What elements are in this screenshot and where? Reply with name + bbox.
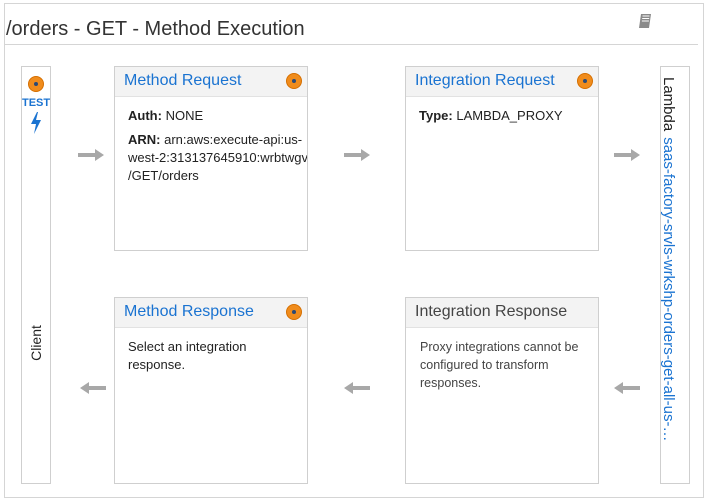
integration-request-header: Integration Request [406, 67, 598, 97]
client-column: TEST Client [21, 66, 51, 484]
test-link[interactable]: TEST [22, 97, 51, 109]
client-label: Client [28, 325, 44, 361]
integration-request-body: Type: LAMBDA_PROXY [419, 107, 598, 131]
title-divider [4, 44, 698, 45]
integration-response-header: Integration Response [406, 298, 598, 328]
type-key: Type: [419, 108, 453, 123]
integration-request-settings-icon[interactable] [577, 73, 593, 89]
arn-key: ARN: [128, 132, 161, 147]
integration-response-title: Integration Response [415, 303, 568, 320]
method-request-card[interactable]: Method Request Auth: NONE ARN: arn:aws:e… [114, 66, 308, 251]
integration-request-card[interactable]: Integration Request Type: LAMBDA_PROXY [405, 66, 599, 251]
method-response-card[interactable]: Method Response Select an integration re… [114, 297, 308, 484]
arrow-right-icon [344, 149, 370, 161]
method-response-body: Select an integration response. [128, 338, 307, 374]
lambda-function-link[interactable]: saas-factory-srvls-wrkshp-orders-get-all… [660, 137, 677, 442]
arrow-right-icon [78, 149, 104, 161]
method-request-settings-icon[interactable] [286, 73, 302, 89]
method-request-body: Auth: NONE ARN: arn:aws:execute-api:us- … [128, 107, 307, 191]
lambda-column: Lambda saas-factory-srvls-wrkshp-orders-g… [660, 66, 690, 484]
integration-response-card: Integration Response Proxy integrations … [405, 297, 599, 484]
lightning-bolt-icon[interactable] [29, 112, 43, 134]
integration-request-title[interactable]: Integration Request [415, 72, 555, 89]
auth-key: Auth: [128, 108, 162, 123]
book-icon[interactable] [636, 11, 656, 31]
arn-value-line-1: arn:aws:execute-api:us- [164, 132, 303, 147]
arn-value-line-2: west-2:313137645910:wrbtwgv [128, 150, 307, 165]
lambda-label: Lambda [660, 77, 677, 132]
method-request-header: Method Request [115, 67, 307, 97]
method-request-title[interactable]: Method Request [124, 72, 242, 89]
integration-response-text-line-2: configured to transform [420, 358, 549, 372]
arrow-left-icon [344, 382, 370, 394]
integration-response-text-line-3: responses. [420, 376, 482, 390]
method-response-text: Select an integration response. [128, 339, 247, 372]
auth-value: NONE [165, 108, 204, 123]
method-response-header: Method Response [115, 298, 307, 328]
method-response-title[interactable]: Method Response [124, 303, 254, 320]
client-settings-icon[interactable] [28, 76, 44, 92]
page-title: /orders - GET - Method Execution [6, 18, 305, 40]
arrow-left-icon [614, 382, 640, 394]
arrow-left-icon [80, 382, 106, 394]
type-value: LAMBDA_PROXY [456, 108, 563, 123]
method-execution-panel [4, 3, 704, 498]
method-response-settings-icon[interactable] [286, 304, 302, 320]
lambda-text: Lambda saas-factory-srvls-wrkshp-orders-g… [660, 77, 677, 441]
arrow-right-icon [614, 149, 640, 161]
arn-value-line-3: /GET/orders [128, 168, 199, 183]
integration-response-body: Proxy integrations cannot be configured … [420, 338, 598, 392]
integration-response-text-line-1: Proxy integrations cannot be [420, 340, 579, 354]
